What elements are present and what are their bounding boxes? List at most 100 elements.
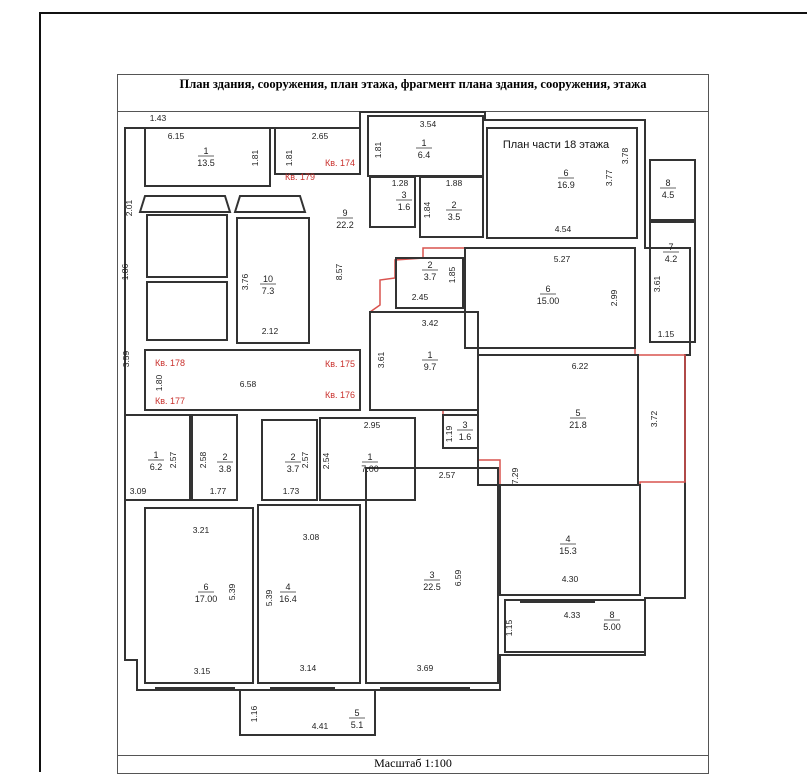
dimension-label: 3.08 <box>303 532 320 542</box>
room-area: 7.00 <box>361 464 379 474</box>
part-label: План части 18 этажа <box>503 139 610 151</box>
room-s: 415.3 <box>559 534 577 556</box>
room-number: 1 <box>427 350 432 360</box>
room-area: 22.5 <box>423 582 441 592</box>
room-number: 3 <box>401 190 406 200</box>
dimension-label: 2.57 <box>300 451 310 468</box>
dimension-label: 4.30 <box>562 574 579 584</box>
room-h: 107.3 <box>260 274 276 296</box>
dimension-label: 1.15 <box>504 619 514 636</box>
dimension-label: 5.39 <box>264 589 274 606</box>
dimension-label: 3.59 <box>121 350 131 367</box>
room-number: 5 <box>354 708 359 718</box>
dimension-label: 2.12 <box>262 326 279 336</box>
dimension-label: 1.85 <box>447 266 457 283</box>
room-number: 6 <box>545 284 550 294</box>
dimension-label: 1.81 <box>284 149 294 166</box>
dimension-label: 1.19 <box>444 425 454 442</box>
unit-interior-walls <box>369 247 641 596</box>
dimension-label: 1.86 <box>120 263 130 280</box>
dimension-label: 4.41 <box>312 721 329 731</box>
dimension-label: 3.21 <box>193 525 210 535</box>
room-number: 8 <box>609 610 614 620</box>
room-number: 2 <box>222 452 227 462</box>
room-area: 5.1 <box>351 720 364 730</box>
apartment-label: Кв. 178 <box>155 358 185 368</box>
room-number: 6 <box>203 582 208 592</box>
scale-label: Масштаб 1:100 <box>117 755 709 770</box>
dimension-label: 3.54 <box>420 119 437 129</box>
dimension-label: 1.84 <box>422 201 432 218</box>
room-number: 10 <box>263 274 273 284</box>
room-number: 5 <box>575 408 580 418</box>
dimension-label: 1.77 <box>210 486 227 496</box>
dimension-label: 3.61 <box>652 275 662 292</box>
room-number: 1 <box>153 450 158 460</box>
dimension-label: 2.99 <box>609 289 619 306</box>
room-area: 3.7 <box>424 272 437 282</box>
room-area: 15.00 <box>537 296 560 306</box>
room-number: 7 <box>668 242 673 252</box>
dimension-label: 1.88 <box>446 178 463 188</box>
room-number: 1 <box>203 146 208 156</box>
dimension-label: 3.77 <box>604 169 614 186</box>
dimension-label: 2.01 <box>124 199 134 216</box>
room-c: 31.6 <box>396 190 412 212</box>
room-number: 4 <box>285 582 290 592</box>
room-u: 416.4 <box>279 582 297 604</box>
room-area: 22.2 <box>336 220 354 230</box>
room-number: 3 <box>462 420 467 430</box>
room-o: 16.2 <box>148 450 164 472</box>
dimension-label: 1.73 <box>283 486 300 496</box>
room-d: 23.5 <box>446 200 462 222</box>
dimension-label: 3.72 <box>649 410 659 427</box>
room-l: 19.7 <box>422 350 438 372</box>
room-area: 4.2 <box>665 254 678 264</box>
dimension-label: 1.16 <box>249 705 259 722</box>
dimension-label: 3.14 <box>300 663 317 673</box>
dimension-label: 2.57 <box>168 451 178 468</box>
dimension-label: 8.57 <box>334 263 344 280</box>
room-f: 84.5 <box>660 178 676 200</box>
room-number: 8 <box>665 178 670 188</box>
room-k: 74.2 <box>663 242 679 264</box>
apartment-label: Кв. 174 <box>325 158 355 168</box>
dimension-label: 4.33 <box>564 610 581 620</box>
room-number: 2 <box>427 260 432 270</box>
room-number: 1 <box>367 452 372 462</box>
dimension-label: 3.42 <box>422 318 439 328</box>
apartment-label: Кв. 179 <box>285 172 315 182</box>
room-j: 615.00 <box>537 284 560 306</box>
room-number: 1 <box>421 138 426 148</box>
apartment-label: Кв. 175 <box>325 359 355 369</box>
room-r: 17.00 <box>361 452 379 474</box>
dimension-label: 1.80 <box>154 374 164 391</box>
room-area: 16.4 <box>279 594 297 604</box>
room-number: 9 <box>342 208 347 218</box>
dimension-label: 3.61 <box>376 351 386 368</box>
room-area: 3.7 <box>287 464 300 474</box>
dimension-label: 5.27 <box>554 254 571 264</box>
dimension-label: 2.65 <box>312 131 329 141</box>
dimension-label: 6.59 <box>453 569 463 586</box>
room-area: 6.2 <box>150 462 163 472</box>
room-i: 23.7 <box>422 260 438 282</box>
room-b: 16.4 <box>416 138 432 160</box>
room-number: 3 <box>429 570 434 580</box>
apartment-label: Кв. 177 <box>155 396 185 406</box>
dimension-label: 3.15 <box>194 666 211 676</box>
room-a: 113.5 <box>197 146 215 168</box>
dimension-label: 1.81 <box>373 141 383 158</box>
dimension-label: 1.43 <box>150 113 167 123</box>
dimension-label: 3.78 <box>620 147 630 164</box>
room-m: 521.8 <box>569 408 587 430</box>
dimension-label: 6.22 <box>572 361 589 371</box>
room-p: 23.8 <box>217 452 233 474</box>
dimension-label: 2.58 <box>198 451 208 468</box>
dimension-label: 2.95 <box>364 420 381 430</box>
dimension-label: 2.57 <box>439 470 456 480</box>
room-area: 15.3 <box>559 546 577 556</box>
dimension-label: 4.54 <box>555 224 572 234</box>
